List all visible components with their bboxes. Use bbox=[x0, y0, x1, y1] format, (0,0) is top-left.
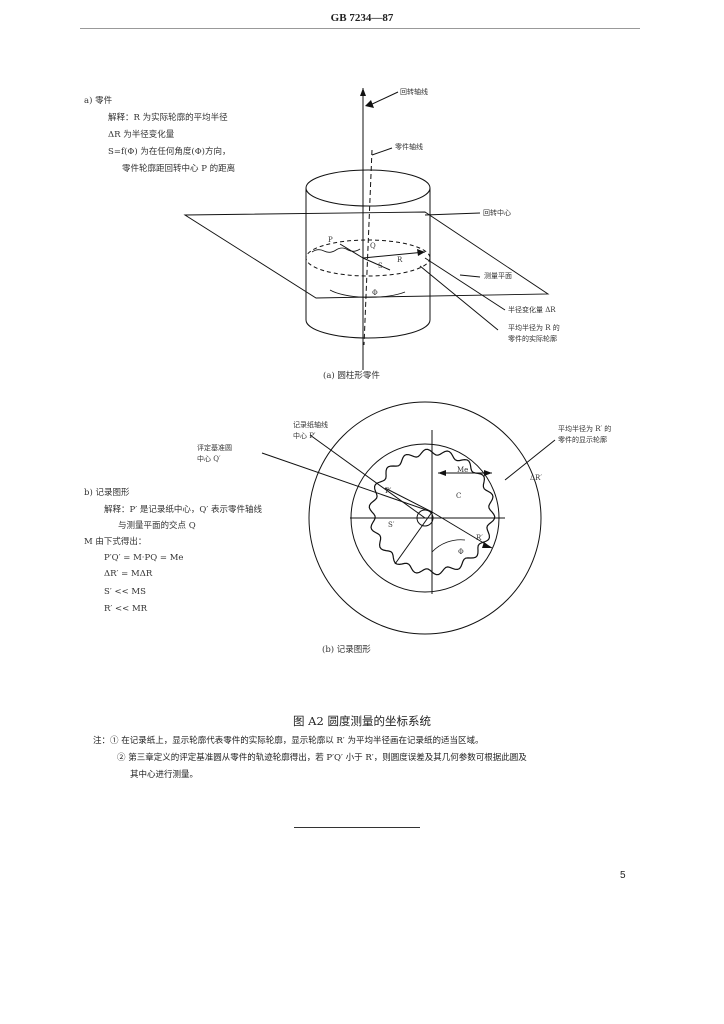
label-c: C bbox=[456, 492, 462, 500]
figure-a-cylinder-diagram bbox=[183, 88, 550, 370]
label-display-profile-2: 零件的显示轮廓 bbox=[558, 436, 607, 444]
fig-b-formula-2: ΔR′ = MΔR bbox=[104, 569, 153, 579]
note-2: ② 第三章定义的评定基准圆从零件的轨迹轮廓得出，若 P′Q′ 小于 R′，则圆度… bbox=[117, 753, 527, 763]
label-s-prime: S′ bbox=[388, 521, 395, 529]
label-phi-b: Φ bbox=[458, 548, 464, 556]
fig-b-formula-1: P′Q′ = M·PQ = Me bbox=[104, 553, 184, 563]
fig-b-explanation-1: 解释：P′ 是记录纸中心，Q′ 表示零件轴线 bbox=[104, 505, 262, 515]
label-radius-variation: 半径变化量 ΔR bbox=[508, 306, 556, 314]
figure-title: 图 A2 圆度测量的坐标系统 bbox=[293, 714, 431, 728]
label-s: S bbox=[378, 262, 383, 270]
fig-a-explanation-4: 零件轮廓距回转中心 P 的距离 bbox=[122, 164, 236, 174]
fig-b-explanation-3: M 由下式得出： bbox=[84, 537, 147, 547]
fig-b-formula-4: R′ << MR bbox=[104, 604, 148, 614]
figure-b-recording-diagram bbox=[261, 401, 556, 635]
label-phi-a: Φ bbox=[372, 289, 378, 297]
footnote-rule bbox=[294, 827, 420, 828]
fig-b-caption: (b) 记录图形 bbox=[322, 645, 371, 655]
label-p-prime: P′ bbox=[385, 487, 392, 495]
header-divider bbox=[80, 28, 640, 29]
label-r-prime: R′ bbox=[476, 534, 483, 542]
note-1: 注：① 在记录纸上，显示轮廓代表零件的实际轮廓，显示轮廓以 R′ 为平均半径画在… bbox=[93, 736, 484, 746]
note-2-continued: 其中心进行测量。 bbox=[130, 770, 199, 780]
label-me: Me bbox=[457, 466, 469, 474]
page-number: 5 bbox=[620, 870, 626, 881]
fig-a-explanation-3: S=f(Φ) 为在任何角度(Φ)方向， bbox=[108, 147, 231, 157]
fig-a-explanation-2: ΔR 为半径变化量 bbox=[108, 130, 175, 140]
label-rotation-center: 回转中心 bbox=[483, 209, 511, 217]
fig-a-heading: a) 零件 bbox=[84, 96, 113, 106]
label-ref-circle-1: 评定基准圆 bbox=[197, 444, 232, 452]
label-paper-center-2: 中心 P′ bbox=[293, 432, 316, 440]
label-r: R bbox=[397, 256, 403, 264]
display-profile-curve bbox=[368, 448, 496, 576]
fig-b-formula-3: S′ << MS bbox=[104, 587, 146, 597]
label-delta-r-prime: ΔR′ bbox=[530, 474, 542, 482]
label-part-axis: 零件轴线 bbox=[395, 143, 423, 151]
label-p: P bbox=[328, 236, 333, 244]
label-display-profile-1: 平均半径为 R′ 的 bbox=[558, 425, 612, 433]
fig-a-caption: (a) 圆柱形零件 bbox=[323, 371, 380, 381]
label-mean-radius-2: 零件的实际轮廓 bbox=[508, 335, 557, 343]
fig-b-heading: b) 记录图形 bbox=[84, 488, 130, 498]
label-mean-radius-1: 平均半径为 R 的 bbox=[508, 324, 560, 332]
fig-b-explanation-2: 与测量平面的交点 Q bbox=[118, 521, 196, 531]
label-q: Q bbox=[370, 242, 376, 250]
label-ref-circle-2: 中心 Q′ bbox=[197, 455, 221, 463]
label-paper-center-1: 记录纸轴线 bbox=[293, 421, 328, 429]
label-measuring-plane: 测量平面 bbox=[484, 272, 512, 280]
label-rotation-axis: 回转轴线 bbox=[400, 88, 428, 96]
fig-a-explanation-1: 解释：R 为实际轮廓的平均半径 bbox=[108, 113, 228, 123]
standard-code: GB 7234—87 bbox=[330, 12, 394, 24]
